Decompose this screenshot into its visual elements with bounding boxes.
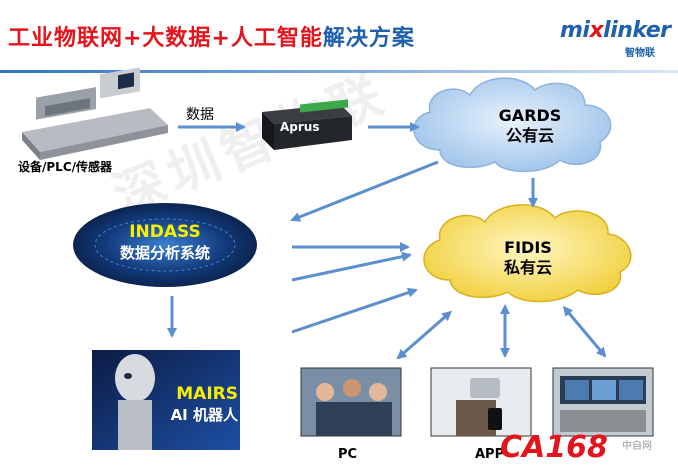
arrow-mairs-to-fidis <box>291 287 418 334</box>
data-label: 数据 <box>186 107 214 123</box>
title-part-blue: 解决方案 <box>322 26 415 51</box>
fidis-sub: 私有云 <box>503 258 552 277</box>
gards-cloud-shape <box>413 77 612 173</box>
robot-icon <box>115 354 155 450</box>
arrow-lower-to-fidis <box>291 251 412 282</box>
mairs-name: MAIRS <box>176 384 238 404</box>
indass-ellipse <box>73 203 257 287</box>
indass-sub: 数据分析系统 <box>119 244 210 262</box>
ca168-sub: 中自网 <box>622 441 652 452</box>
mairs-panel <box>92 350 240 450</box>
logo-subtitle: 智物联 <box>625 48 655 59</box>
arrow-fidis-pc <box>396 310 453 360</box>
gards-name: GARDS <box>498 106 562 125</box>
fidis-cloud-shape <box>423 204 632 303</box>
machine-image <box>22 67 168 160</box>
gards-sub: 公有云 <box>505 126 554 145</box>
mairs-sub: AI 机器人 <box>170 406 238 424</box>
app-label: APP <box>475 447 505 462</box>
pc-label: PC <box>338 447 358 462</box>
logo-mi: mi <box>560 18 590 43</box>
page-title: 工业物联网+大数据+人工智能解决方案 <box>8 20 415 52</box>
logo: mixlinker <box>560 18 671 43</box>
mairs-label: MAIRS AI 机器人 <box>158 384 238 425</box>
title-divider <box>0 70 678 73</box>
gards-label: GARDS 公有云 <box>470 106 590 146</box>
app-photo <box>430 367 532 437</box>
arrow-fidis-screen <box>562 305 607 358</box>
ca168-mark: CA168 <box>500 430 608 465</box>
indass-label: INDASS 数据分析系统 <box>95 222 235 263</box>
aprus-label: Aprus <box>280 120 320 134</box>
aprus-device-image <box>262 99 352 150</box>
control-room-photo <box>552 367 654 437</box>
title-part-red: 工业物联网+大数据+人工智能 <box>8 26 323 51</box>
title-bar: 工业物联网+大数据+人工智能解决方案 mixlinker 智物联 <box>0 0 678 72</box>
pc-photo <box>300 367 402 437</box>
fidis-label: FIDIS 私有云 <box>468 238 588 278</box>
logo-x: x <box>589 18 604 43</box>
arrow-gards-to-indass <box>290 160 439 222</box>
fidis-name: FIDIS <box>504 238 552 257</box>
indass-name: INDASS <box>129 222 201 242</box>
device-label: 设备/PLC/传感器 <box>18 160 113 174</box>
logo-linker: linker <box>603 18 671 43</box>
